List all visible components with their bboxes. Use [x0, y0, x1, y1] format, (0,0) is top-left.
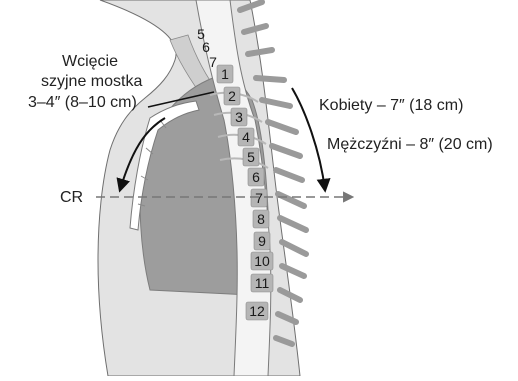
- jugular-notch-label-line2: szyjne mostka: [41, 72, 142, 91]
- cervical-vertebra-number: 7: [209, 54, 217, 70]
- thoracic-vertebra-number: 12: [249, 303, 265, 319]
- jugular-notch-label-line1: Wcięcie: [62, 52, 118, 71]
- thoracic-vertebra-number: 10: [254, 253, 270, 269]
- thoracic-vertebra-number: 4: [242, 129, 250, 145]
- jugular-notch-label-line3: 3–4″ (8–10 cm): [28, 93, 137, 112]
- thoracic-vertebra-number: 11: [255, 275, 270, 291]
- thoracic-vertebra-number: 2: [228, 88, 236, 104]
- cervical-vertebra-number: 6: [202, 39, 210, 55]
- thoracic-vertebra-number: 8: [257, 211, 265, 227]
- central-ray-label: CR: [60, 188, 83, 207]
- thoracic-vertebra-number: 9: [258, 233, 266, 249]
- thoracic-vertebra-number: 1: [221, 66, 229, 82]
- thoracic-vertebra-number: 5: [247, 149, 255, 165]
- thoracic-vertebra-number: 6: [252, 169, 260, 185]
- thoracic-vertebra-number: 7: [255, 190, 263, 206]
- women-distance-label: Kobiety – 7″ (18 cm): [319, 96, 463, 115]
- men-distance-label: Mężczyźni – 8″ (20 cm): [327, 135, 493, 154]
- thoracic-vertebra-number: 3: [235, 109, 243, 125]
